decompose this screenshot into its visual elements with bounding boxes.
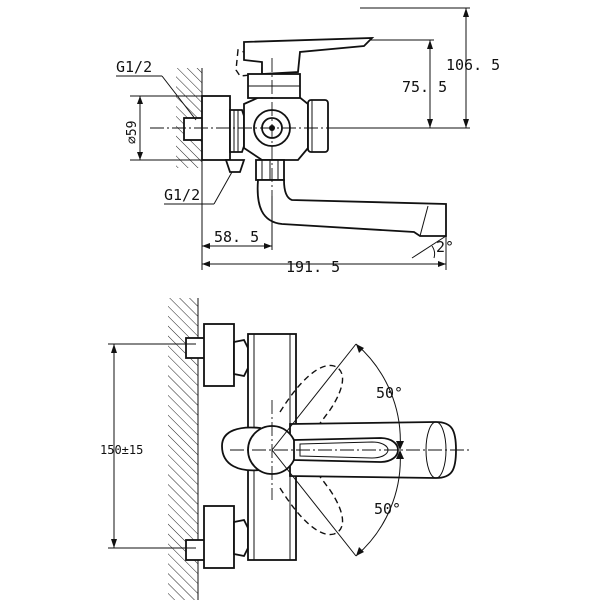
side-view — [150, 37, 447, 237]
upper-eccentric-nut — [203, 323, 235, 387]
shower-outlet — [307, 99, 329, 153]
dim-length-overall: 191. 5 — [286, 258, 340, 276]
upper-wall-fitting — [185, 337, 207, 359]
front-view — [168, 298, 470, 600]
lever-handle — [243, 37, 375, 75]
dim-height-overall: 106. 5 — [446, 56, 500, 74]
dim-spout-offset: 58. 5 — [214, 228, 259, 246]
lower-wall-fitting — [185, 539, 207, 561]
dim-height-axis: 75. 5 — [402, 78, 447, 96]
union-nut — [229, 109, 245, 153]
wall-fitting — [183, 117, 205, 141]
lever-rotation-down — [279, 465, 344, 536]
dim-lever-angle-up: 50° — [376, 384, 403, 402]
label-inlet-thread: G1/2 — [116, 58, 152, 76]
label-outlet-thread: G1/2 — [164, 186, 200, 204]
front-view-dimensions: 150±15 50° 50° — [100, 343, 404, 557]
lower-eccentric-nut — [203, 505, 235, 569]
side-view-dimensions: 106. 5 75. 5 G1/2 ⌀59 G1/2 58. 5 — [116, 7, 500, 276]
dim-lever-angle-down: 50° — [374, 500, 401, 518]
dim-spout-angle: 2° — [436, 238, 454, 256]
spout — [256, 179, 447, 237]
shower-connector — [224, 159, 246, 173]
lever-rotation-up — [279, 364, 344, 435]
dim-inlet-spacing: 150±15 — [100, 443, 143, 457]
upper-union — [233, 338, 249, 378]
dim-diameter: ⌀59 — [125, 121, 140, 144]
lower-union — [233, 518, 249, 558]
